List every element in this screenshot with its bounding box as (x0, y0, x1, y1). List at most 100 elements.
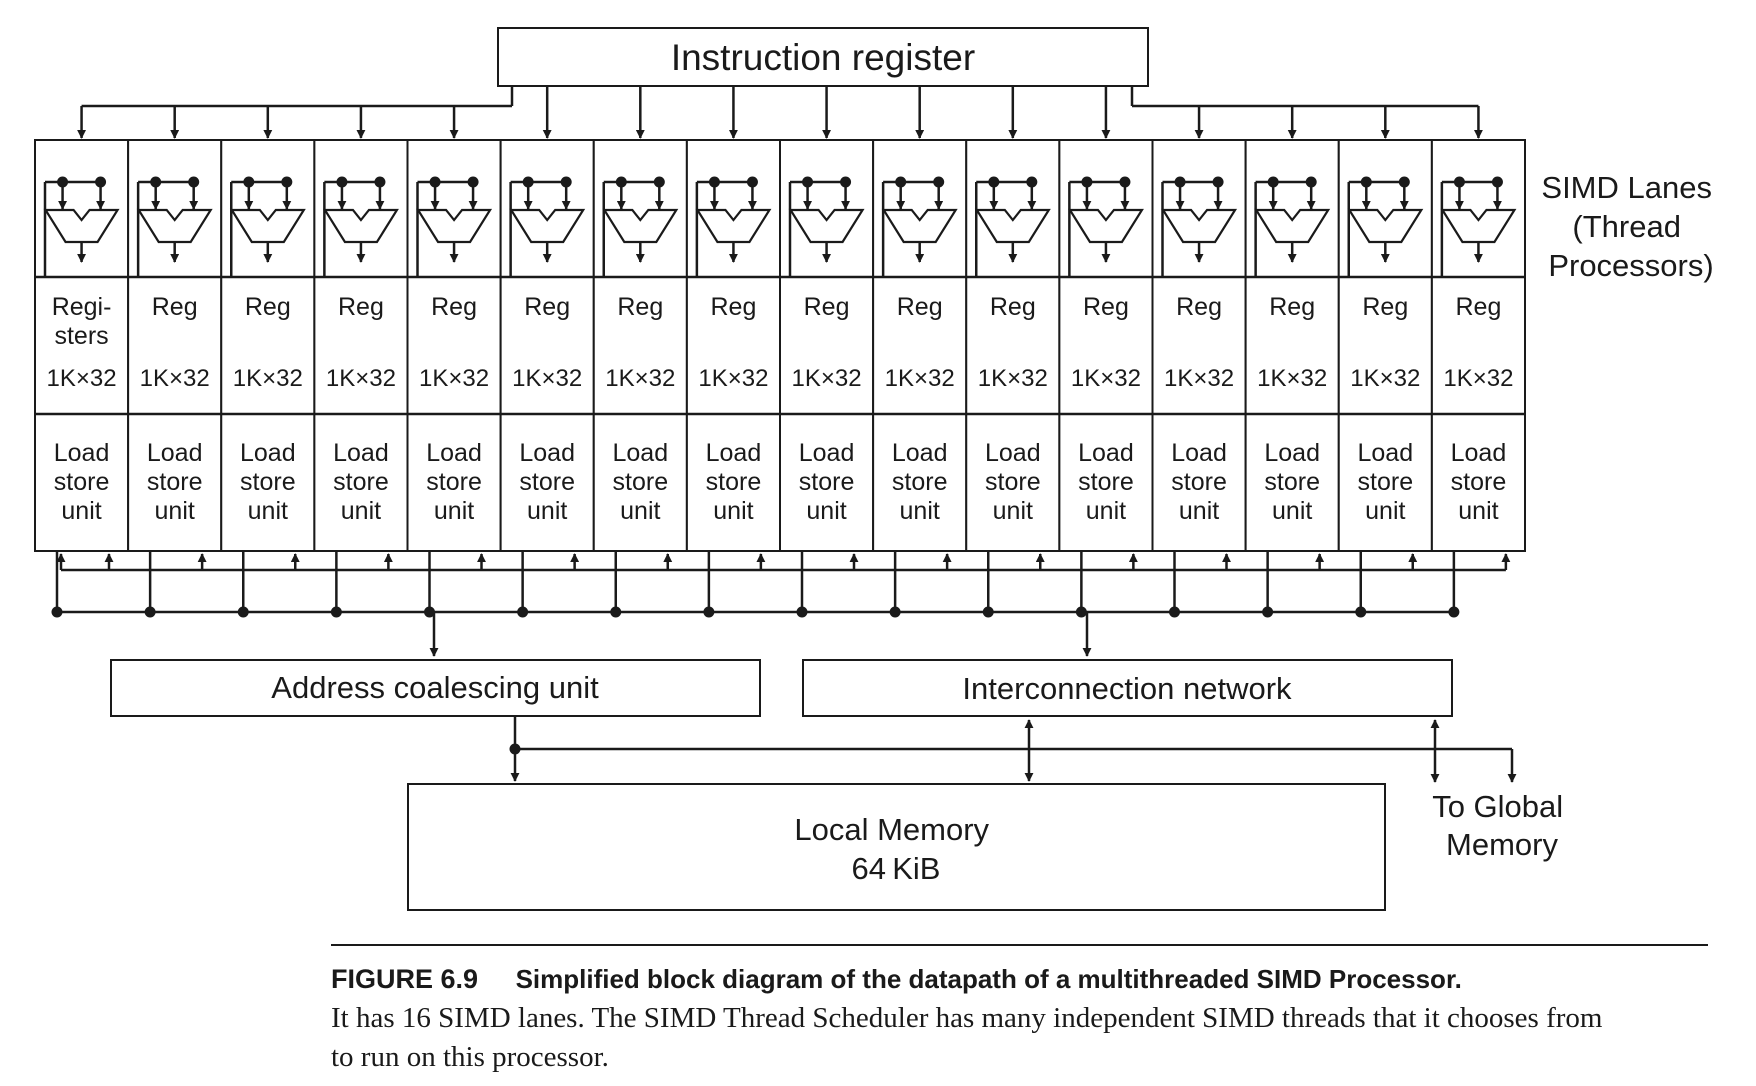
load-store-label: Load (1171, 439, 1227, 467)
load-store-label: Load (426, 439, 482, 467)
lane-box (685, 139, 781, 552)
register-label: Reg (1083, 293, 1129, 321)
interconnection-network-label: Interconnection network (962, 671, 1292, 706)
write-bus-dot (1075, 606, 1087, 618)
lane-box (1058, 139, 1154, 552)
load-store-label: Load (799, 439, 855, 467)
load-store-label: unit (434, 497, 474, 525)
write-bus-dot (1355, 606, 1367, 618)
load-store-label: unit (993, 497, 1033, 525)
register-label: Reg (897, 293, 943, 321)
local-memory-label: Local Memory 64 KiB (794, 812, 997, 886)
alu-icon (1254, 208, 1331, 244)
lane-box (406, 139, 502, 552)
load-store-label: store (519, 468, 575, 496)
address-coalescing-label: Address coalescing unit (271, 670, 599, 705)
register-size: 1K×32 (885, 365, 955, 392)
register-size: 1K×32 (233, 365, 303, 392)
register-label: Regi- (52, 293, 112, 321)
register-label: Reg (804, 293, 850, 321)
alu-icon (1440, 208, 1517, 244)
load-store-label: unit (1179, 497, 1219, 525)
register-label: Reg (245, 293, 291, 321)
lane-box (779, 139, 875, 552)
lane-box (965, 139, 1061, 552)
write-bus-dot (610, 606, 622, 618)
lane-box (1430, 139, 1526, 552)
lane-box (313, 139, 409, 552)
load-store-label: Load (706, 439, 762, 467)
load-store-label: Load (519, 439, 575, 467)
simd-lanes-label: SIMD Lanes (Thread Processors) (1541, 170, 1720, 283)
load-store-label: unit (248, 497, 288, 525)
alu-icon (416, 208, 493, 244)
load-store-label: unit (900, 497, 940, 525)
alu-icon (1161, 208, 1238, 244)
write-bus-dot (796, 606, 808, 618)
alu-icon (509, 208, 586, 244)
address-coalescing-box (110, 659, 761, 717)
alu-icon (695, 208, 772, 244)
lane-box (1337, 139, 1433, 552)
load-store-label: unit (155, 497, 195, 525)
load-store-label: store (426, 468, 482, 496)
write-bus-dot (51, 606, 63, 618)
write-bus-dot (424, 606, 435, 618)
alu-icon (788, 208, 865, 244)
load-store-label: unit (1365, 497, 1405, 525)
load-store-label: Load (1264, 439, 1320, 467)
load-store-label: store (240, 468, 296, 496)
load-store-label: unit (713, 497, 753, 525)
load-store-label: unit (341, 497, 381, 525)
load-store-label: store (1358, 468, 1414, 496)
local-memory-box (407, 783, 1386, 911)
alu-icon (602, 208, 679, 244)
register-label: Reg (431, 293, 477, 321)
to-global-memory-label: To Global Memory (1432, 789, 1572, 862)
register-size: 1K×32 (326, 365, 396, 392)
load-store-label: unit (1086, 497, 1126, 525)
load-store-label: Load (1451, 439, 1507, 467)
caption-body-line-2: to run on this processor. (331, 1041, 609, 1073)
instruction-register-box (497, 27, 1149, 87)
load-store-label: unit (620, 497, 660, 525)
register-size: 1K×32 (419, 365, 489, 392)
alu-icon (229, 208, 306, 244)
load-store-label: store (799, 468, 855, 496)
alu-icon (881, 208, 958, 244)
write-bus-dot (330, 606, 342, 618)
write-bus-dot (517, 606, 529, 618)
register-size: 1K×32 (605, 365, 675, 392)
load-store-label: store (985, 468, 1041, 496)
register-label: Reg (617, 293, 663, 321)
load-store-label: unit (1272, 497, 1312, 525)
load-store-label: Load (613, 439, 669, 467)
register-label: Reg (524, 293, 570, 321)
alu-icon (1347, 208, 1424, 244)
register-label: Reg (1269, 293, 1315, 321)
load-store-label: store (1451, 468, 1507, 496)
memory-buses (51, 551, 1511, 618)
register-size: 1K×32 (698, 365, 768, 392)
register-label: Reg (338, 293, 384, 321)
lane-box (872, 139, 968, 552)
register-size: 1K×32 (1071, 365, 1141, 392)
register-size: 1K×32 (512, 365, 582, 392)
register-size: 1K×32 (1164, 365, 1234, 392)
register-size: 1K×32 (1350, 365, 1420, 392)
lane-box (1244, 139, 1340, 552)
load-store-label: store (147, 468, 203, 496)
register-size: 1K×32 (1443, 365, 1513, 392)
